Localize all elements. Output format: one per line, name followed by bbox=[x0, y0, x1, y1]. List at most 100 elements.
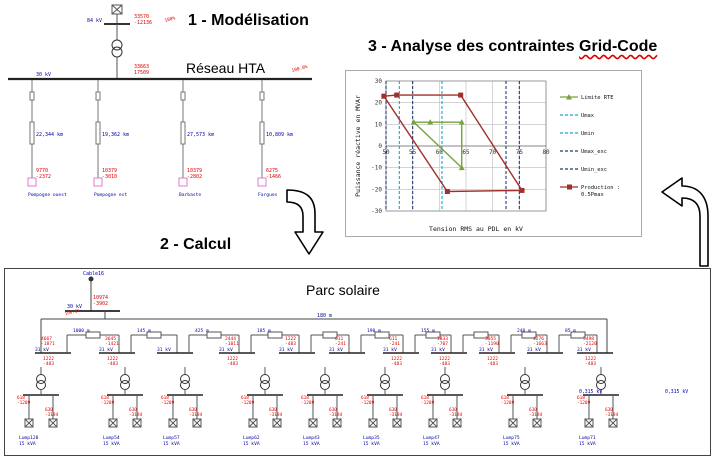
segment-length: 145 m bbox=[137, 328, 151, 334]
svg-text:31 kV: 31 kV bbox=[479, 347, 493, 353]
feeder-name: Fargues bbox=[258, 192, 278, 198]
lv-kv-left: 0,315 kV bbox=[579, 389, 602, 395]
chart-box: -30-20-10010203050556065707580Tension RM… bbox=[345, 70, 642, 237]
segment-q2: -483 bbox=[227, 361, 238, 367]
data-point bbox=[410, 119, 417, 125]
load-name: Lump43 bbox=[303, 435, 320, 441]
data-point bbox=[394, 92, 400, 98]
arrow-analyse bbox=[661, 177, 709, 267]
svg-text:Umax_exc: Umax_exc bbox=[581, 149, 607, 155]
cable-segment bbox=[322, 331, 338, 339]
cable-segment bbox=[146, 331, 162, 339]
segment-q: -1421 bbox=[105, 341, 119, 347]
segment-p: 2444 bbox=[225, 336, 236, 342]
parc-bus: 31 kV 240 m 3055-1190 1222-483 bbox=[479, 328, 548, 367]
svg-text:31 kV: 31 kV bbox=[527, 347, 541, 353]
x-tick-label: 60 bbox=[436, 149, 444, 156]
load-rating: 15 kVA bbox=[363, 441, 380, 447]
load-name: Lump57 bbox=[163, 435, 180, 441]
segment-length: 240 m bbox=[517, 328, 531, 334]
station-q: -1209 bbox=[577, 400, 591, 406]
segment-p: 3055 bbox=[485, 336, 496, 342]
entry-pct: 100.0% bbox=[64, 308, 81, 317]
station-p: 618 bbox=[101, 395, 109, 401]
segment-p: 4667 bbox=[41, 336, 52, 342]
station-q2: -3194 bbox=[389, 412, 403, 418]
title-analyse: 3 - Analyse des contraintes Grid-Code bbox=[368, 38, 657, 56]
segment-q: -241 bbox=[389, 341, 400, 347]
station-q2: -3194 bbox=[189, 412, 203, 418]
segment-q: -1663 bbox=[533, 341, 547, 347]
segment-length: 1000 m bbox=[73, 328, 90, 334]
load-rating: 15 kVA bbox=[163, 441, 180, 447]
transformer-icon bbox=[180, 374, 190, 384]
segment-q: -1871 bbox=[41, 341, 55, 347]
feeder-end-icon bbox=[93, 177, 103, 187]
feeder-end-icon bbox=[27, 177, 37, 187]
segment-p: 5498 bbox=[583, 336, 594, 342]
title-modelisation: 1 - Modélisation bbox=[188, 12, 309, 29]
bus-p: 33663 bbox=[134, 64, 149, 70]
svg-text:31 kV: 31 kV bbox=[157, 347, 171, 353]
parc-label: Parc solaire bbox=[306, 282, 380, 298]
legend-entry: Umax bbox=[560, 113, 595, 119]
segment-q2: -483 bbox=[43, 361, 54, 367]
svg-text:Production :: Production : bbox=[581, 185, 620, 191]
y-tick-label: 30 bbox=[375, 78, 383, 85]
cable-segment bbox=[521, 331, 537, 339]
load-rating: 15 kVA bbox=[243, 441, 260, 447]
svg-text:Umin: Umin bbox=[581, 131, 594, 137]
feeder-length: 19,362 km bbox=[102, 132, 129, 138]
station-p: 618 bbox=[241, 395, 249, 401]
station-q: -1209 bbox=[361, 400, 375, 406]
top-pct: 100% bbox=[164, 15, 176, 24]
data-point bbox=[458, 92, 464, 98]
segment-length: 190 m bbox=[367, 328, 381, 334]
segment-p2: 1222 bbox=[43, 356, 54, 362]
arrow-calcul bbox=[286, 189, 324, 255]
cable-segment bbox=[425, 331, 441, 339]
station-q2: -3194 bbox=[45, 412, 59, 418]
station-q: -1209 bbox=[241, 400, 255, 406]
svg-text:31 kV: 31 kV bbox=[577, 347, 591, 353]
segment-p: 3645 bbox=[105, 336, 116, 342]
station-p: 618 bbox=[577, 395, 585, 401]
segment-p2: 1222 bbox=[487, 356, 498, 362]
breaker-icon bbox=[180, 91, 186, 101]
feeder-q: -2802 bbox=[187, 174, 202, 180]
station-p: 618 bbox=[17, 395, 25, 401]
feeder-name: Barbaste bbox=[179, 192, 201, 198]
title-calcul: 2 - Calcul bbox=[160, 236, 232, 253]
segment-q: -1190 bbox=[485, 341, 499, 347]
legend-entry: Limite RTE bbox=[560, 94, 613, 101]
cable-segment bbox=[85, 331, 101, 339]
legend-entry: Umin_exc bbox=[560, 167, 607, 173]
breaker-icon bbox=[29, 91, 35, 101]
segment-q: -2120 bbox=[583, 341, 597, 347]
station-p2: 630 bbox=[189, 407, 197, 413]
load-rating: 15 kVA bbox=[303, 441, 320, 447]
svg-text:Umax: Umax bbox=[581, 113, 595, 119]
data-point bbox=[427, 119, 434, 125]
segment-q2: -483 bbox=[487, 361, 498, 367]
segment-length: 155 m bbox=[421, 328, 435, 334]
load-name: Lump71 bbox=[579, 435, 596, 441]
y-tick-label: -30 bbox=[371, 208, 382, 215]
entry-q: -3902 bbox=[93, 301, 108, 307]
cable-segment bbox=[570, 331, 586, 339]
station-p: 618 bbox=[361, 395, 369, 401]
series-line bbox=[383, 94, 524, 193]
line-impedance bbox=[259, 121, 265, 145]
data-point bbox=[458, 119, 465, 125]
